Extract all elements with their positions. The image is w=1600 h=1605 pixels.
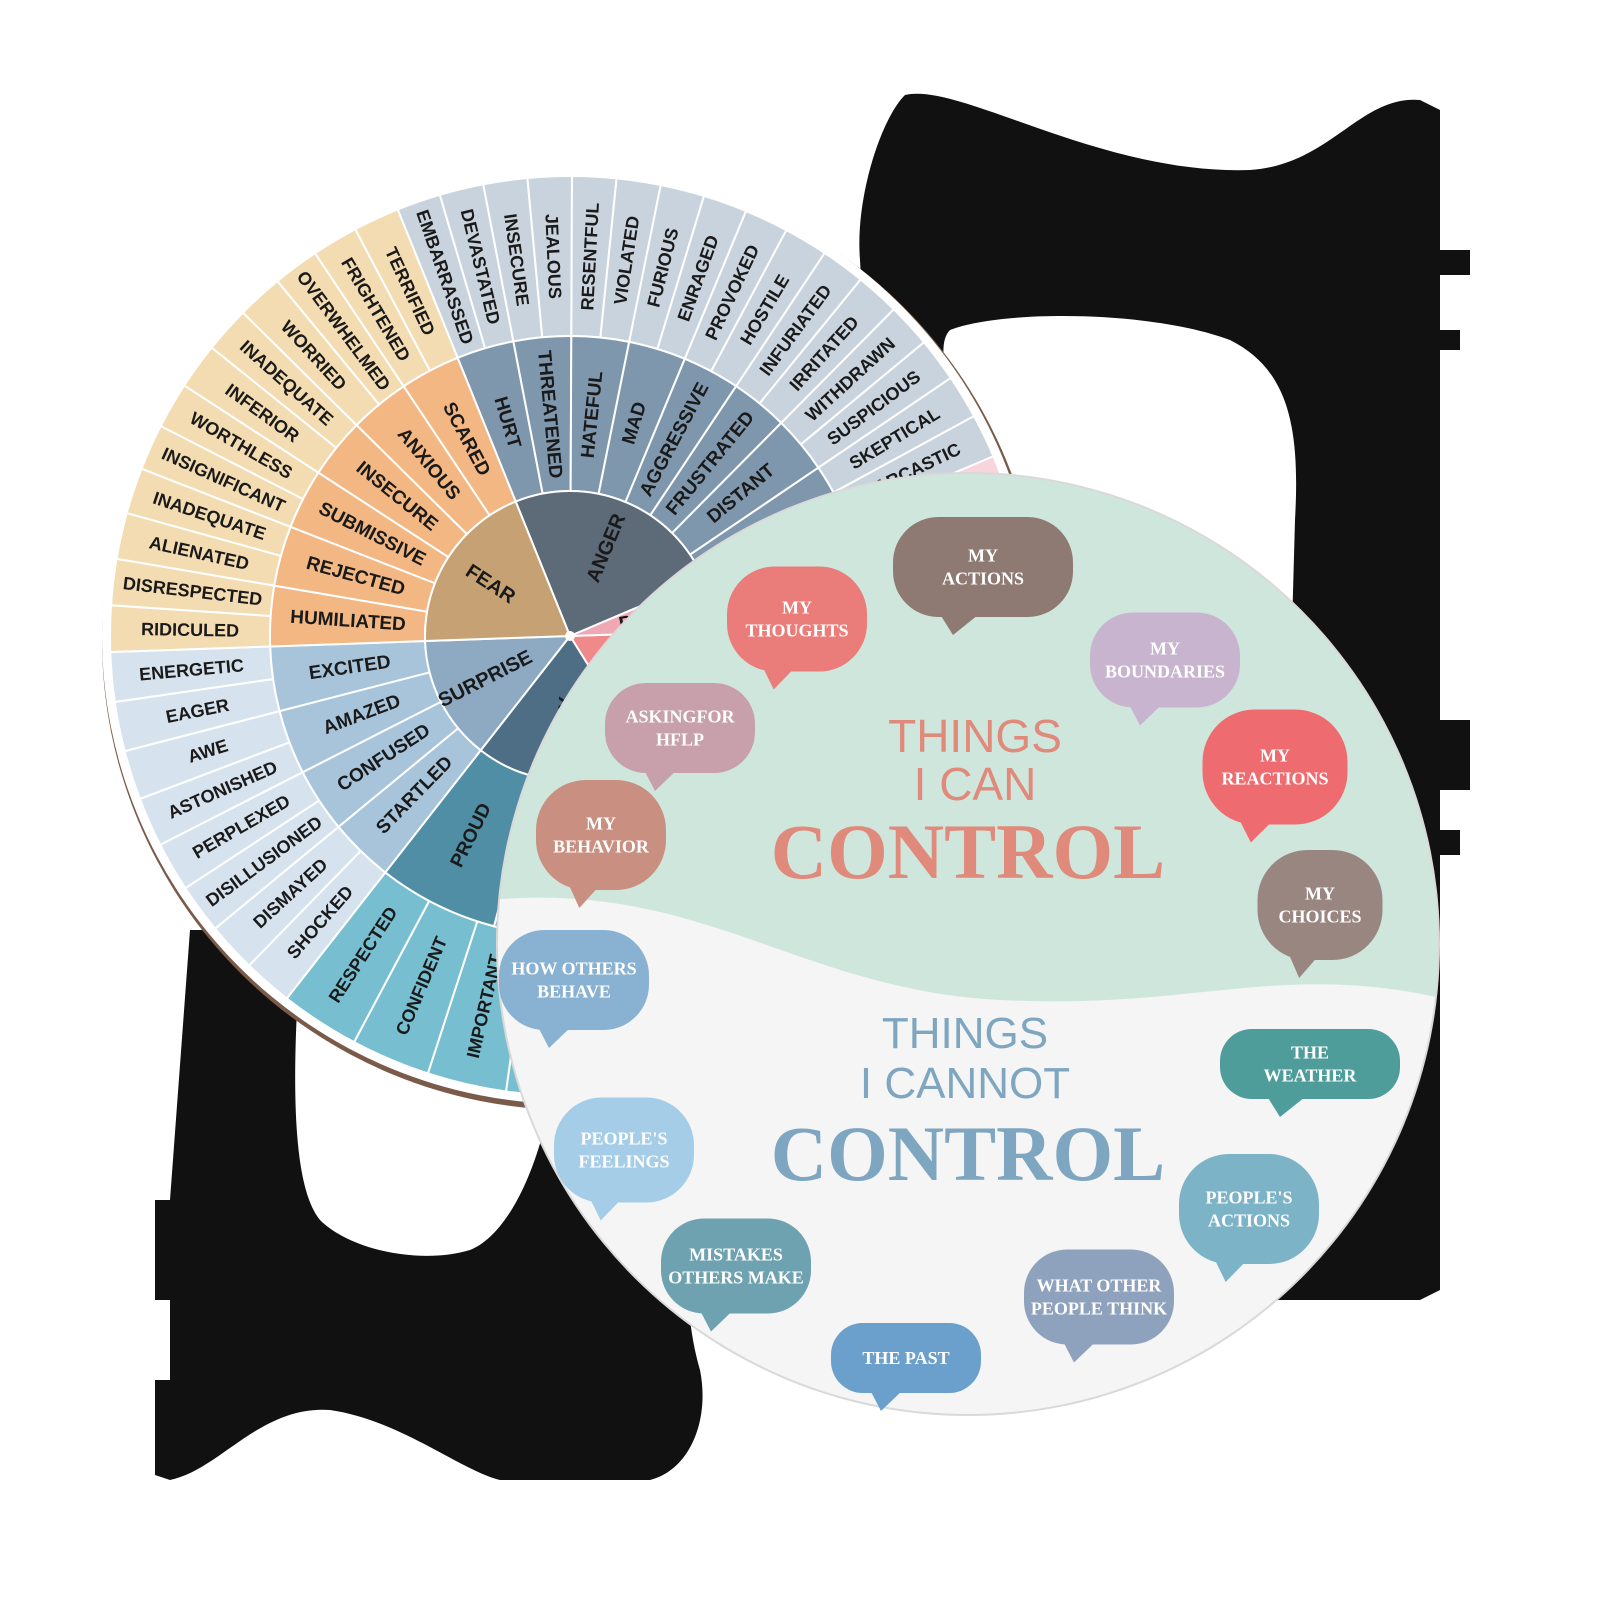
speech-bubble-text: FEELINGS bbox=[578, 1152, 669, 1172]
speech-bubble-text: MY bbox=[1260, 746, 1290, 766]
control-circle: THINGS I CAN CONTROL THINGS I CANNOT CON… bbox=[496, 472, 1440, 1416]
speech-bubble-text: BOUNDARIES bbox=[1105, 662, 1225, 682]
outer-label: JEALOUS bbox=[541, 213, 565, 299]
speech-bubble-text: MY bbox=[1150, 639, 1180, 659]
speech-bubble-shape bbox=[536, 780, 666, 890]
speech-bubble-text: PEOPLE THINK bbox=[1031, 1299, 1167, 1319]
cannot-heading-line1: THINGS bbox=[882, 1009, 1048, 1058]
can-control-bubble: ASKINGFOR HFLP bbox=[605, 683, 755, 791]
core-fear bbox=[424, 500, 572, 643]
speech-bubble-tail bbox=[868, 1387, 906, 1411]
speech-bubble-shape bbox=[727, 566, 867, 672]
speech-bubble-text: THE bbox=[1291, 1043, 1329, 1063]
speech-bubble-tail bbox=[1238, 818, 1275, 843]
speech-bubble-tail bbox=[698, 1307, 736, 1332]
speech-bubble-text: MY bbox=[782, 598, 812, 618]
can-control-bubble: MY CHOICES bbox=[1257, 850, 1383, 978]
speech-bubble-text: BEHAVE bbox=[537, 982, 611, 1002]
can-heading-line1: THINGS bbox=[888, 710, 1062, 762]
speech-bubble-shape bbox=[831, 1323, 981, 1393]
cannot-control-bubble: PEOPLE'S ACTIONS bbox=[1179, 1154, 1319, 1282]
speech-bubble-shape bbox=[1179, 1154, 1319, 1264]
speech-bubble-tail bbox=[938, 611, 983, 635]
speech-bubble-text: MY bbox=[1305, 884, 1335, 904]
cannot-control-bubble: PEOPLE'S FEELINGS bbox=[554, 1097, 694, 1221]
speech-bubble-tail bbox=[642, 767, 680, 791]
speech-bubble-tail bbox=[1265, 1093, 1310, 1117]
speech-bubble-tail bbox=[536, 1024, 574, 1048]
outer-label: RIDICULED bbox=[141, 619, 239, 641]
speech-bubble-text: THE PAST bbox=[862, 1348, 949, 1368]
speech-bubble-shape bbox=[893, 517, 1073, 617]
can-control-bubble: MY ACTIONS bbox=[893, 517, 1073, 635]
speech-bubble-text: OTHERS MAKE bbox=[668, 1268, 804, 1288]
speech-bubble-text: PEOPLE'S bbox=[1205, 1188, 1292, 1208]
speech-bubble-shape bbox=[1257, 850, 1383, 960]
core-surprise bbox=[424, 634, 573, 752]
speech-bubble-tail bbox=[1288, 954, 1320, 978]
speech-bubble-shape bbox=[1202, 709, 1348, 825]
speech-bubble-text: HOW OTHERS bbox=[511, 959, 636, 979]
can-heading-line2: I CAN bbox=[914, 758, 1037, 810]
speech-bubble-tail bbox=[1061, 1338, 1099, 1363]
speech-bubble-text: MISTAKES bbox=[689, 1245, 783, 1265]
cannot-control-bubble: WHAT OTHER PEOPLE THINK bbox=[1024, 1249, 1174, 1363]
can-control-bubble: MY THOUGHTS bbox=[727, 566, 867, 690]
speech-bubble-tail bbox=[589, 1196, 624, 1221]
speech-bubble-text: REACTIONS bbox=[1221, 769, 1328, 789]
speech-bubble-tail bbox=[1127, 701, 1165, 726]
speech-bubble-shape bbox=[499, 930, 649, 1030]
speech-bubble-text: ASKINGFOR bbox=[625, 707, 735, 727]
can-control-bubble: MY BOUNDARIES bbox=[1090, 612, 1240, 726]
cannot-heading-big: CONTROL bbox=[771, 1110, 1165, 1197]
core-anger bbox=[514, 490, 705, 638]
speech-bubble-text: MY bbox=[586, 814, 616, 834]
speech-bubble-text: HFLP bbox=[656, 730, 704, 750]
cannot-heading-line2: I CANNOT bbox=[860, 1059, 1070, 1108]
cannot-control-bubble: MISTAKES OTHERS MAKE bbox=[661, 1218, 811, 1332]
speech-bubble-shape bbox=[605, 683, 755, 773]
speech-bubble-text: THOUGHTS bbox=[745, 621, 848, 641]
can-control-bubble: MY BEHAVIOR bbox=[536, 780, 666, 908]
speech-bubble-text: MY bbox=[968, 546, 998, 566]
speech-bubble-shape bbox=[661, 1218, 811, 1314]
speech-bubble-shape bbox=[1220, 1029, 1400, 1099]
speech-bubble-text: WEATHER bbox=[1264, 1066, 1358, 1086]
wheel-center-pin bbox=[565, 631, 575, 641]
speech-bubble-shape bbox=[554, 1097, 694, 1203]
speech-bubble-text: PEOPLE'S bbox=[580, 1129, 667, 1149]
speech-bubble-text: BEHAVIOR bbox=[553, 837, 650, 857]
can-heading-big: CONTROL bbox=[771, 808, 1165, 895]
speech-bubble-text: CHOICES bbox=[1278, 907, 1361, 927]
speech-bubble-tail bbox=[1214, 1258, 1249, 1282]
cannot-control-bubble: HOW OTHERS BEHAVE bbox=[499, 930, 649, 1048]
speech-bubble-text: WHAT OTHER bbox=[1037, 1276, 1163, 1296]
cannot-control-bubble: THE PAST bbox=[831, 1323, 981, 1411]
speech-bubble-text: ACTIONS bbox=[942, 569, 1024, 589]
speech-bubble-shape bbox=[1090, 612, 1240, 708]
speech-bubble-tail bbox=[568, 884, 601, 908]
speech-bubble-tail bbox=[762, 665, 797, 690]
cannot-control-bubble: THE WEATHER bbox=[1220, 1029, 1400, 1117]
speech-bubble-shape bbox=[1024, 1249, 1174, 1345]
can-control-bubble: MY REACTIONS bbox=[1202, 709, 1348, 843]
speech-bubble-text: ACTIONS bbox=[1208, 1211, 1290, 1231]
